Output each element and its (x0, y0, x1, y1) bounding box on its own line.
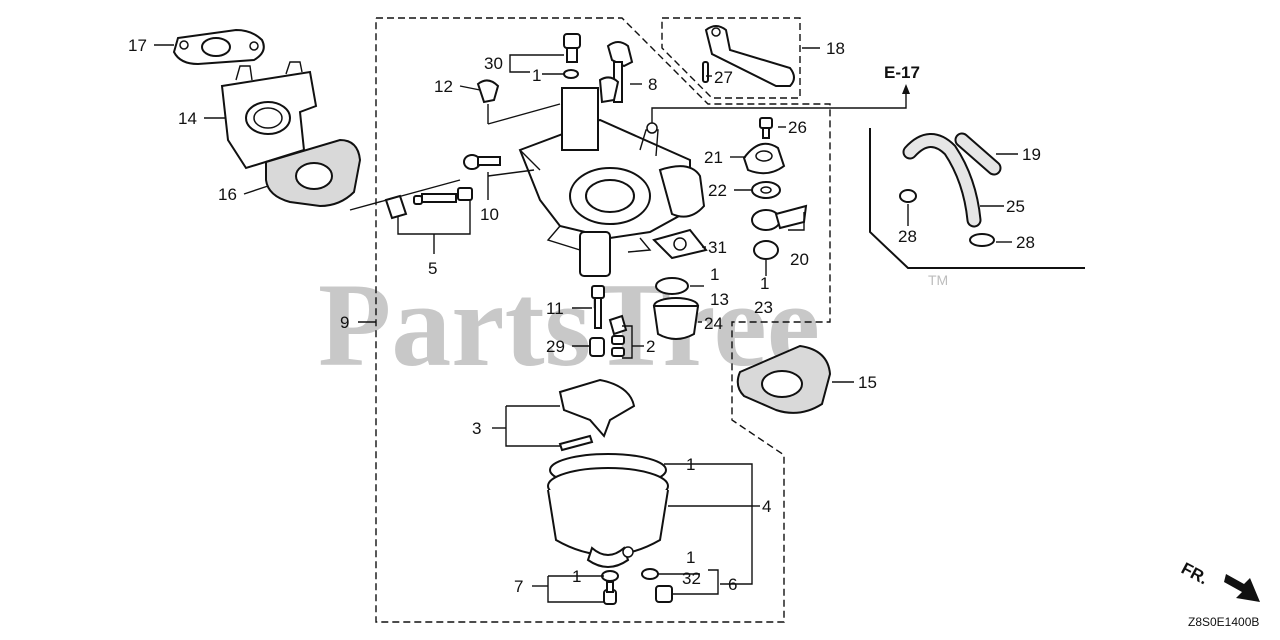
callout-12: 12 (434, 77, 453, 96)
part-5-pilot-screw-set[interactable] (384, 187, 473, 220)
callout-32: 32 (682, 569, 701, 588)
part-17-gasket[interactable] (172, 28, 265, 66)
callout-21: 21 (704, 148, 723, 167)
e17-reference-line (651, 92, 907, 128)
callout-15: 15 (858, 373, 877, 392)
callout-9: 9 (340, 313, 349, 332)
part-27-pin[interactable] (702, 61, 709, 83)
part-16-gasket[interactable] (265, 138, 362, 208)
callout-1-diaphragm: 1 (760, 274, 769, 293)
part-7-drain-screw[interactable] (603, 581, 617, 605)
part-24-float[interactable] (652, 297, 700, 340)
part-18-choke-lever[interactable] (704, 25, 795, 87)
callout-23: 23 (754, 298, 773, 317)
callout-6: 6 (728, 575, 737, 594)
callout-7: 7 (514, 577, 523, 596)
part-3-float[interactable] (558, 378, 636, 452)
callout-29: 29 (546, 337, 565, 356)
part-28-clip-a[interactable] (899, 189, 917, 203)
callout-5: 5 (428, 259, 437, 278)
part-19-fuel-tube[interactable] (954, 132, 1002, 176)
part-1-washer-drain[interactable] (601, 570, 619, 582)
watermark-trademark: TM (928, 272, 948, 288)
watermark-text: PartsTree (318, 258, 820, 391)
callout-28-b: 28 (1016, 233, 1035, 252)
part-8-throttle-stop[interactable] (598, 41, 634, 104)
part-29-main-jet[interactable] (589, 337, 605, 357)
callout-labels: 17 14 16 18 27 30 1 8 12 E-17 26 21 22 1… (128, 36, 1041, 596)
callout-10: 10 (480, 205, 499, 224)
carburetor-body[interactable] (518, 87, 706, 277)
callout-19: 19 (1022, 145, 1041, 164)
item-18-boundary (661, 17, 801, 99)
callout-20: 20 (790, 250, 809, 269)
part-11-main-nozzle[interactable] (591, 285, 605, 329)
part-25-fuel-tube[interactable] (902, 133, 982, 228)
callout-27: 27 (714, 68, 733, 87)
callout-14: 14 (178, 109, 197, 128)
part-26-screw[interactable] (759, 117, 773, 139)
callout-30: 30 (484, 54, 503, 73)
leader-lines (154, 44, 1018, 603)
part-22-gasket[interactable] (751, 181, 781, 199)
callout-28-a: 28 (898, 227, 917, 246)
main-assembly-boundary (375, 17, 831, 623)
front-direction-arrow-icon (1224, 574, 1260, 602)
part-32-bolt[interactable] (655, 585, 673, 603)
part-28-clip-b[interactable] (969, 233, 995, 247)
callout-8: 8 (648, 75, 657, 94)
callout-31: 31 (708, 238, 727, 257)
diagram-code: Z8S0E1400B (1188, 615, 1259, 629)
callout-18: 18 (826, 39, 845, 58)
part-1-washer-top[interactable] (563, 69, 579, 79)
callout-1-top: 1 (532, 66, 541, 85)
part-14-insulator[interactable] (220, 61, 318, 170)
part-16-leader-box (349, 179, 461, 211)
callout-25: 25 (1006, 197, 1025, 216)
callout-22: 22 (708, 181, 727, 200)
callout-17: 17 (128, 36, 147, 55)
part-4-float-chamber[interactable] (547, 453, 669, 568)
callout-16: 16 (218, 185, 237, 204)
callout-1-bolt: 1 (686, 548, 695, 567)
callout-26: 26 (788, 118, 807, 137)
part-30-screw[interactable] (563, 33, 581, 63)
callout-24: 24 (704, 314, 723, 333)
reference-e17: E-17 (884, 63, 920, 82)
callout-13: 13 (710, 290, 729, 309)
part-1-washer-bolt[interactable] (641, 568, 659, 580)
callout-1-drain: 1 (572, 567, 581, 586)
part-2-spring-set[interactable] (608, 314, 628, 357)
callout-1-chamber: 1 (686, 455, 695, 474)
part-23-spring[interactable] (753, 240, 779, 260)
callout-4: 4 (762, 497, 771, 516)
part-20-diaphragm[interactable] (751, 204, 808, 231)
front-direction-label: FR. (1178, 559, 1211, 589)
part-21-cover[interactable] (742, 142, 786, 175)
part-13-o-ring[interactable] (655, 277, 689, 295)
part-12-clip[interactable] (476, 79, 500, 104)
callout-2: 2 (646, 337, 655, 356)
fuel-hose-group-bracket (869, 128, 1085, 269)
part-31-float-valve-clip[interactable] (652, 228, 708, 260)
callout-1-oring: 1 (710, 265, 719, 284)
part-10-screw[interactable] (463, 154, 501, 170)
e17-arrow-icon (902, 84, 910, 94)
part-15-gasket[interactable] (736, 344, 832, 414)
callout-3: 3 (472, 419, 481, 438)
callout-11: 11 (546, 299, 564, 318)
